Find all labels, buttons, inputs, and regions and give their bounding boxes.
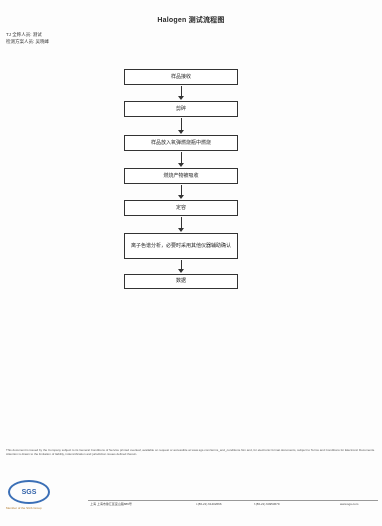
flow-arrow xyxy=(178,185,184,199)
document-title: Halogen 测试流程图 xyxy=(157,17,225,24)
flow-step: 定容 xyxy=(124,200,238,216)
flow-step: 离子色谱分析，必要时采用其他仪器辅助确认 xyxy=(124,233,238,259)
flow-step: 剪碎 xyxy=(124,101,238,117)
flow-step: 样品放入氧弹燃烧瓶中燃烧 xyxy=(124,135,238,151)
footer-link[interactable]: www.sgs.com xyxy=(340,502,359,506)
flow-arrow xyxy=(178,86,184,100)
footer-contact: f (86-21) 64953679 xyxy=(254,502,280,506)
meta-line: TJ 全称人员: 测试 xyxy=(6,32,42,37)
flow-step: 燃烧产物被吸收 xyxy=(124,168,238,184)
stamp-line: Member of the SGS Group xyxy=(6,506,42,510)
meta-line: 检测方案人员: 吴晓峰 xyxy=(6,39,49,44)
footer-contact: t (86-21) 61402666 xyxy=(196,502,222,506)
flow-step: 数据 xyxy=(124,274,238,289)
flow-arrow xyxy=(178,217,184,232)
footer-disclaimer: This document is issued by the Company s… xyxy=(6,448,375,456)
flow-arrow xyxy=(178,152,184,167)
footer-divider xyxy=(88,500,378,501)
flow-step: 样品接收 xyxy=(124,69,238,85)
document-meta: TJ 全称人员: 测试 检测方案人员: 吴晓峰 xyxy=(6,31,49,45)
sgs-logo: SGS xyxy=(8,480,50,504)
flow-arrow xyxy=(178,260,184,273)
flow-arrow xyxy=(178,118,184,134)
footer-address: 上海 上海市徐汇区宜山路889号 xyxy=(90,502,132,506)
